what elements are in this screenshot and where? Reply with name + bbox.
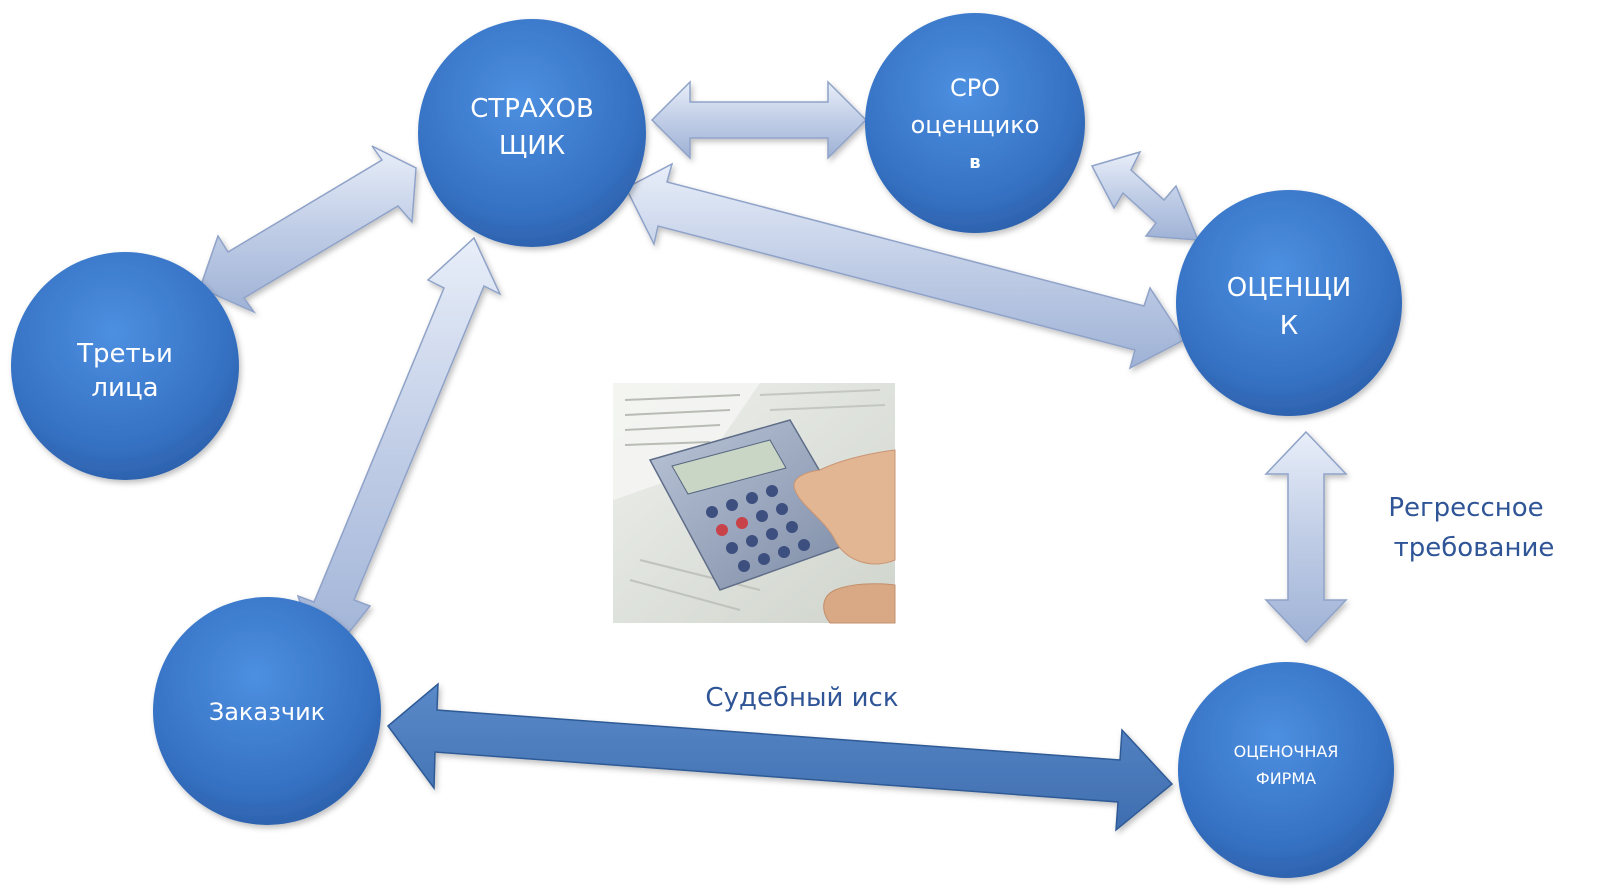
node-sro-line3: в — [969, 152, 980, 173]
edge-label-regress-line1: Регрессное — [1388, 493, 1543, 523]
edge-label-regress-line2: требование — [1394, 533, 1555, 563]
node-third-parties: Третьи лица — [11, 252, 239, 480]
node-insurer: СТРАХОВ ЩИК — [418, 19, 646, 247]
node-appraiser-line1: ОЦЕНЩИ — [1227, 273, 1352, 303]
node-firm-line1: ОЦЕНОЧНАЯ — [1234, 742, 1339, 761]
node-customer-line1: Заказчик — [209, 698, 325, 726]
node-insurer-line1: СТРАХОВ — [470, 94, 594, 124]
calculator-photo — [613, 383, 896, 624]
node-third-line1: Третьи — [76, 339, 173, 369]
node-insurer-line2: ЩИК — [499, 131, 565, 161]
node-firm-line2: ФИРМА — [1256, 769, 1316, 788]
node-sro: СРО оценщико в — [865, 13, 1085, 233]
node-sro-line2: оценщико — [911, 111, 1040, 139]
node-appraiser: ОЦЕНЩИ К — [1176, 190, 1402, 416]
arrow-customer-firm — [386, 682, 1174, 832]
node-customer: Заказчик — [153, 597, 381, 825]
edge-label-lawsuit: Судебный иск — [705, 683, 898, 713]
node-appraisal-firm: ОЦЕНОЧНАЯ ФИРМА — [1178, 662, 1394, 878]
arrow-insurer-sro — [650, 80, 868, 160]
node-sro-line1: СРО — [950, 74, 1000, 102]
arrow-appraiser-firm — [1264, 430, 1348, 644]
arrow-sro-appraiser — [1090, 150, 1200, 241]
arrow-insurer-customer — [296, 236, 502, 668]
node-appraiser-line2: К — [1280, 311, 1298, 341]
node-third-line2: лица — [91, 373, 158, 403]
arrow-insurer-third — [199, 145, 417, 314]
